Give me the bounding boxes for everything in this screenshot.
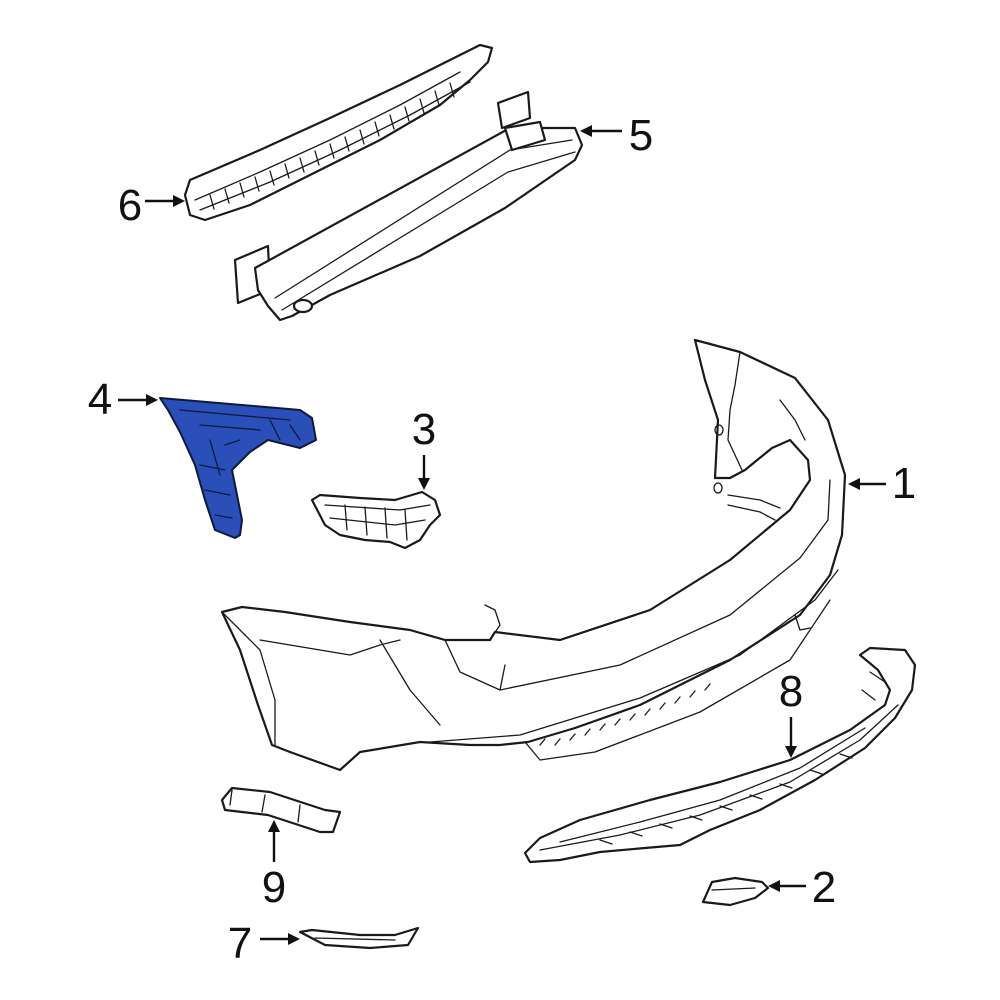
callout-8-arrowhead (785, 746, 797, 758)
impact-bar-part[interactable] (233, 90, 584, 322)
callout-3-label[interactable]: 3 (412, 405, 436, 454)
callout-4-label[interactable]: 4 (88, 375, 112, 424)
mounting-bracket-part[interactable] (159, 397, 317, 539)
callout-1: 1 (848, 459, 916, 508)
energy-absorber-part[interactable] (183, 43, 494, 222)
callout-5-label[interactable]: 5 (629, 111, 653, 160)
bumper-cover-part[interactable] (220, 338, 847, 772)
callout-layer: 1 2 3 4 5 6 7 8 9 (88, 111, 916, 968)
callout-6-arrowhead (173, 195, 185, 207)
mounting-bracket-highlight (159, 397, 317, 539)
callout-5: 5 (580, 111, 653, 160)
trim-strip-part[interactable] (298, 926, 420, 950)
callout-3: 3 (412, 405, 436, 490)
callout-9-label[interactable]: 9 (262, 863, 286, 912)
callout-2: 2 (768, 863, 836, 912)
callout-8-label[interactable]: 8 (779, 667, 803, 716)
callout-1-label[interactable]: 1 (892, 459, 916, 508)
callout-9-arrowhead (268, 820, 280, 832)
lower-valance-part[interactable] (523, 646, 917, 864)
callout-4-arrowhead (146, 394, 158, 406)
callout-1-arrowhead (848, 478, 860, 490)
callout-5-arrowhead (580, 125, 592, 137)
callout-7-arrowhead (288, 933, 300, 945)
side-bracket-part[interactable] (310, 490, 442, 550)
callout-2-arrowhead (768, 880, 780, 892)
callout-9: 9 (262, 820, 286, 912)
callout-7-label[interactable]: 7 (228, 919, 252, 968)
callout-7: 7 (228, 919, 300, 968)
callout-6: 6 (118, 181, 185, 230)
callout-8: 8 (779, 667, 803, 758)
callout-6-label[interactable]: 6 (118, 181, 142, 230)
bracket-block-part[interactable] (220, 786, 342, 834)
callout-3-arrowhead (418, 478, 430, 490)
callout-4: 4 (88, 375, 158, 424)
reflector-part[interactable] (701, 876, 770, 907)
callout-2-label[interactable]: 2 (812, 863, 836, 912)
